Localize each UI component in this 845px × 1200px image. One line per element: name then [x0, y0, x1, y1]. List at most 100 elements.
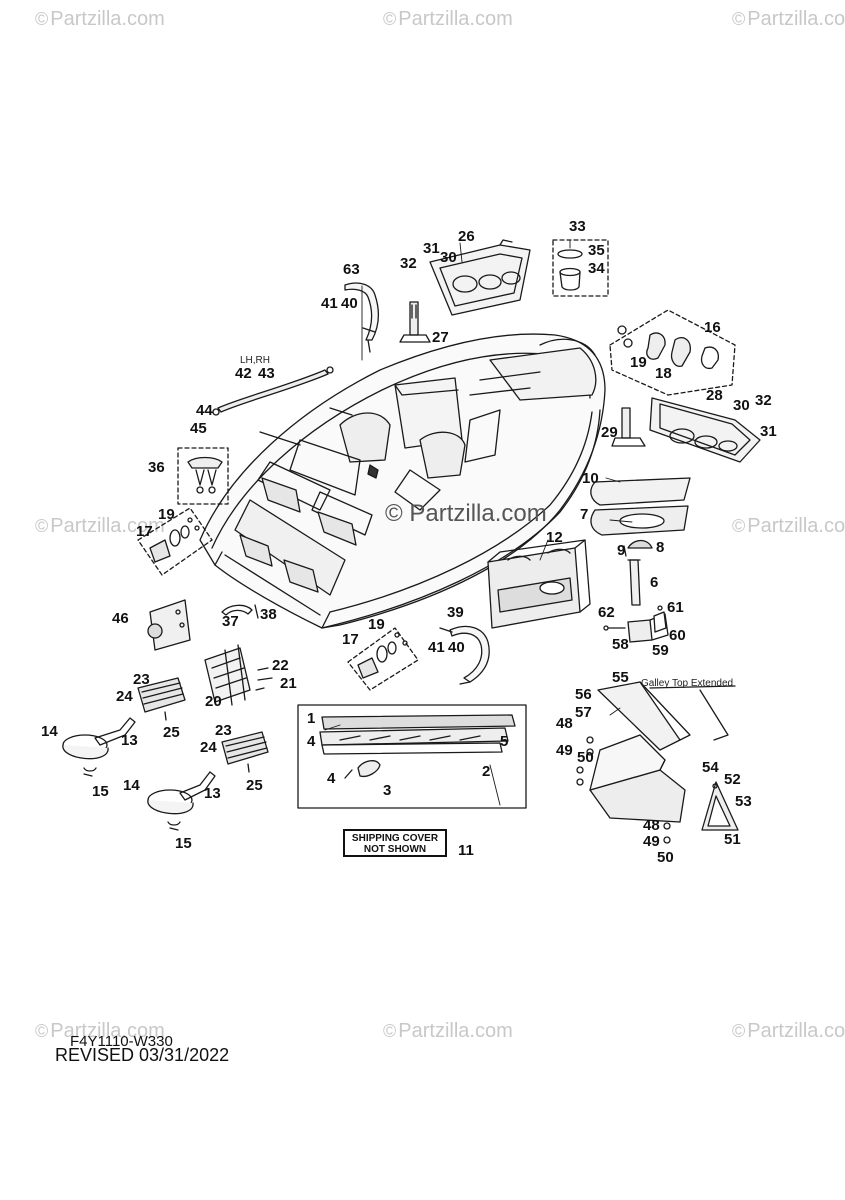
seat-14-upper	[62, 717, 136, 777]
callout-40: 40	[448, 639, 465, 656]
callout-55: 55	[612, 669, 629, 686]
callout-15: 15	[92, 783, 109, 800]
callout-27: 27	[432, 329, 449, 346]
callout-1: 1	[307, 710, 316, 727]
callout-18: 18	[655, 365, 672, 382]
callout-52: 52	[724, 771, 741, 788]
callout-50: 50	[577, 749, 594, 766]
callout-48: 48	[643, 817, 660, 834]
callout-46: 46	[112, 610, 129, 627]
latch-17-19-mid	[347, 627, 419, 691]
inset-box	[297, 704, 527, 809]
callout-37: 37	[222, 613, 239, 630]
callout-32: 32	[755, 392, 772, 409]
side-note: LH,RH	[240, 355, 271, 366]
rail-42-43	[212, 366, 334, 416]
callout-25: 25	[246, 777, 263, 794]
callout-50: 50	[657, 849, 674, 866]
callout-5: 5	[500, 733, 509, 750]
callout-60: 60	[669, 627, 686, 644]
watermark: ©Partzilla.com	[383, 1020, 513, 1042]
callout-61: 61	[667, 599, 684, 616]
callout-53: 53	[735, 793, 752, 810]
handle-29	[611, 407, 646, 447]
callout-30: 30	[440, 249, 457, 266]
revised-date: REVISED 03/31/2022	[55, 1045, 230, 1065]
callout-3: 3	[383, 782, 392, 799]
shipping-cover-note: SHIPPING COVER NOT SHOWN	[343, 829, 447, 857]
galley-box-50	[576, 734, 686, 823]
bracket-37-38	[221, 604, 259, 619]
callout-7: 7	[580, 506, 589, 523]
callout-41: 41	[428, 639, 445, 656]
callout-62: 62	[598, 604, 615, 621]
center-watermark: © Partzilla.com	[385, 500, 547, 527]
callout-35: 35	[588, 242, 605, 259]
pole-6	[627, 559, 641, 606]
seat-14-lower	[147, 771, 216, 831]
callout-30: 30	[733, 397, 750, 414]
callout-49: 49	[643, 833, 660, 850]
galley-top-55	[597, 681, 736, 751]
callout-9: 9	[617, 542, 626, 559]
callout-45: 45	[190, 420, 207, 437]
watermark: ©Partzilla.com	[35, 8, 165, 30]
callout-40: 40	[341, 295, 358, 312]
callout-56: 56	[575, 686, 592, 703]
callout-41: 41	[321, 295, 338, 312]
callout-44: 44	[196, 402, 213, 419]
callout-32: 32	[400, 255, 417, 272]
callout-19: 19	[630, 354, 647, 371]
callout-49: 49	[556, 742, 573, 759]
cleat-36	[177, 447, 229, 505]
bracket-20	[204, 644, 273, 706]
latch-17-19-left	[137, 507, 213, 576]
callout-14: 14	[123, 777, 140, 794]
callout-54: 54	[702, 759, 719, 776]
callout-48: 48	[556, 715, 573, 732]
callout-17: 17	[342, 631, 359, 648]
callout-16: 16	[704, 319, 721, 336]
watermark: ©Partzilla.com	[35, 515, 165, 537]
bracket-51	[663, 781, 739, 844]
callout-57: 57	[575, 704, 592, 721]
callout-24: 24	[116, 688, 133, 705]
callout-31: 31	[760, 423, 777, 440]
callout-23: 23	[133, 671, 150, 688]
watermark: ©Partzilla.com	[732, 1020, 845, 1042]
leader-lines	[324, 239, 633, 806]
callout-2: 2	[482, 763, 491, 780]
diagram-code: F4Y1110-W330	[70, 1033, 173, 1050]
boat-hull	[199, 333, 606, 629]
watermark: ©Partzilla.com	[732, 8, 845, 30]
callout-25: 25	[163, 724, 180, 741]
callout-14: 14	[41, 723, 58, 740]
step-23-upper	[137, 677, 186, 721]
callout-11: 11	[458, 842, 474, 859]
fittings-58-61	[603, 605, 669, 643]
tray-26	[429, 239, 531, 316]
tray-28	[649, 397, 761, 463]
callout-22: 22	[272, 657, 289, 674]
callout-15: 15	[175, 835, 192, 852]
callout-63: 63	[343, 261, 360, 278]
shipping-cover-line2: NOT SHOWN	[363, 844, 427, 855]
fitting-8-9	[623, 539, 653, 557]
step-23-lower	[221, 731, 269, 773]
callout-4: 4	[307, 733, 316, 750]
callout-21: 21	[280, 675, 297, 692]
callout-38: 38	[260, 606, 277, 623]
watermark: ©Partzilla.com	[383, 8, 513, 30]
pad-7	[590, 505, 689, 536]
callout-13: 13	[121, 732, 138, 749]
shipping-cover-line1: SHIPPING COVER	[351, 833, 439, 844]
galley-note: Galley Top Extended	[641, 678, 734, 689]
callout-6: 6	[650, 574, 659, 591]
callout-28: 28	[706, 387, 723, 404]
rail-39	[439, 625, 490, 685]
cupholder-33	[552, 239, 609, 297]
callout-39: 39	[447, 604, 464, 621]
callout-29: 29	[601, 424, 618, 441]
callout-8: 8	[656, 539, 665, 556]
callout-24: 24	[200, 739, 217, 756]
